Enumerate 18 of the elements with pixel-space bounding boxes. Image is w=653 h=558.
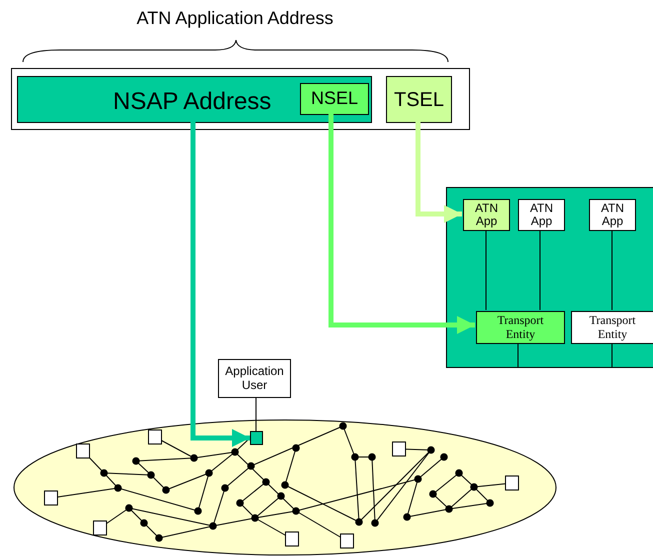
heading: ATN Application Address <box>136 8 334 29</box>
nsap-address-box <box>17 76 372 123</box>
arrow <box>416 122 462 223</box>
arrow <box>190 122 250 447</box>
transport-entity-box: Transport Entity <box>571 311 653 344</box>
application-box: ATN App <box>518 199 565 231</box>
application-box: ATN App <box>463 199 510 231</box>
node-label: NSAP Address <box>113 89 272 116</box>
system-panel <box>446 187 653 368</box>
application-box: ATN App <box>589 199 636 231</box>
terminal-square <box>250 431 263 445</box>
address-box <box>11 68 470 130</box>
user-box: Application User <box>218 359 291 398</box>
arrow <box>328 113 475 334</box>
tsel-box: TSEL <box>386 76 452 123</box>
network-ellipse <box>14 420 558 557</box>
nsel-box: NSEL <box>300 83 369 115</box>
transport-entity-box: Transport Entity <box>476 311 565 344</box>
